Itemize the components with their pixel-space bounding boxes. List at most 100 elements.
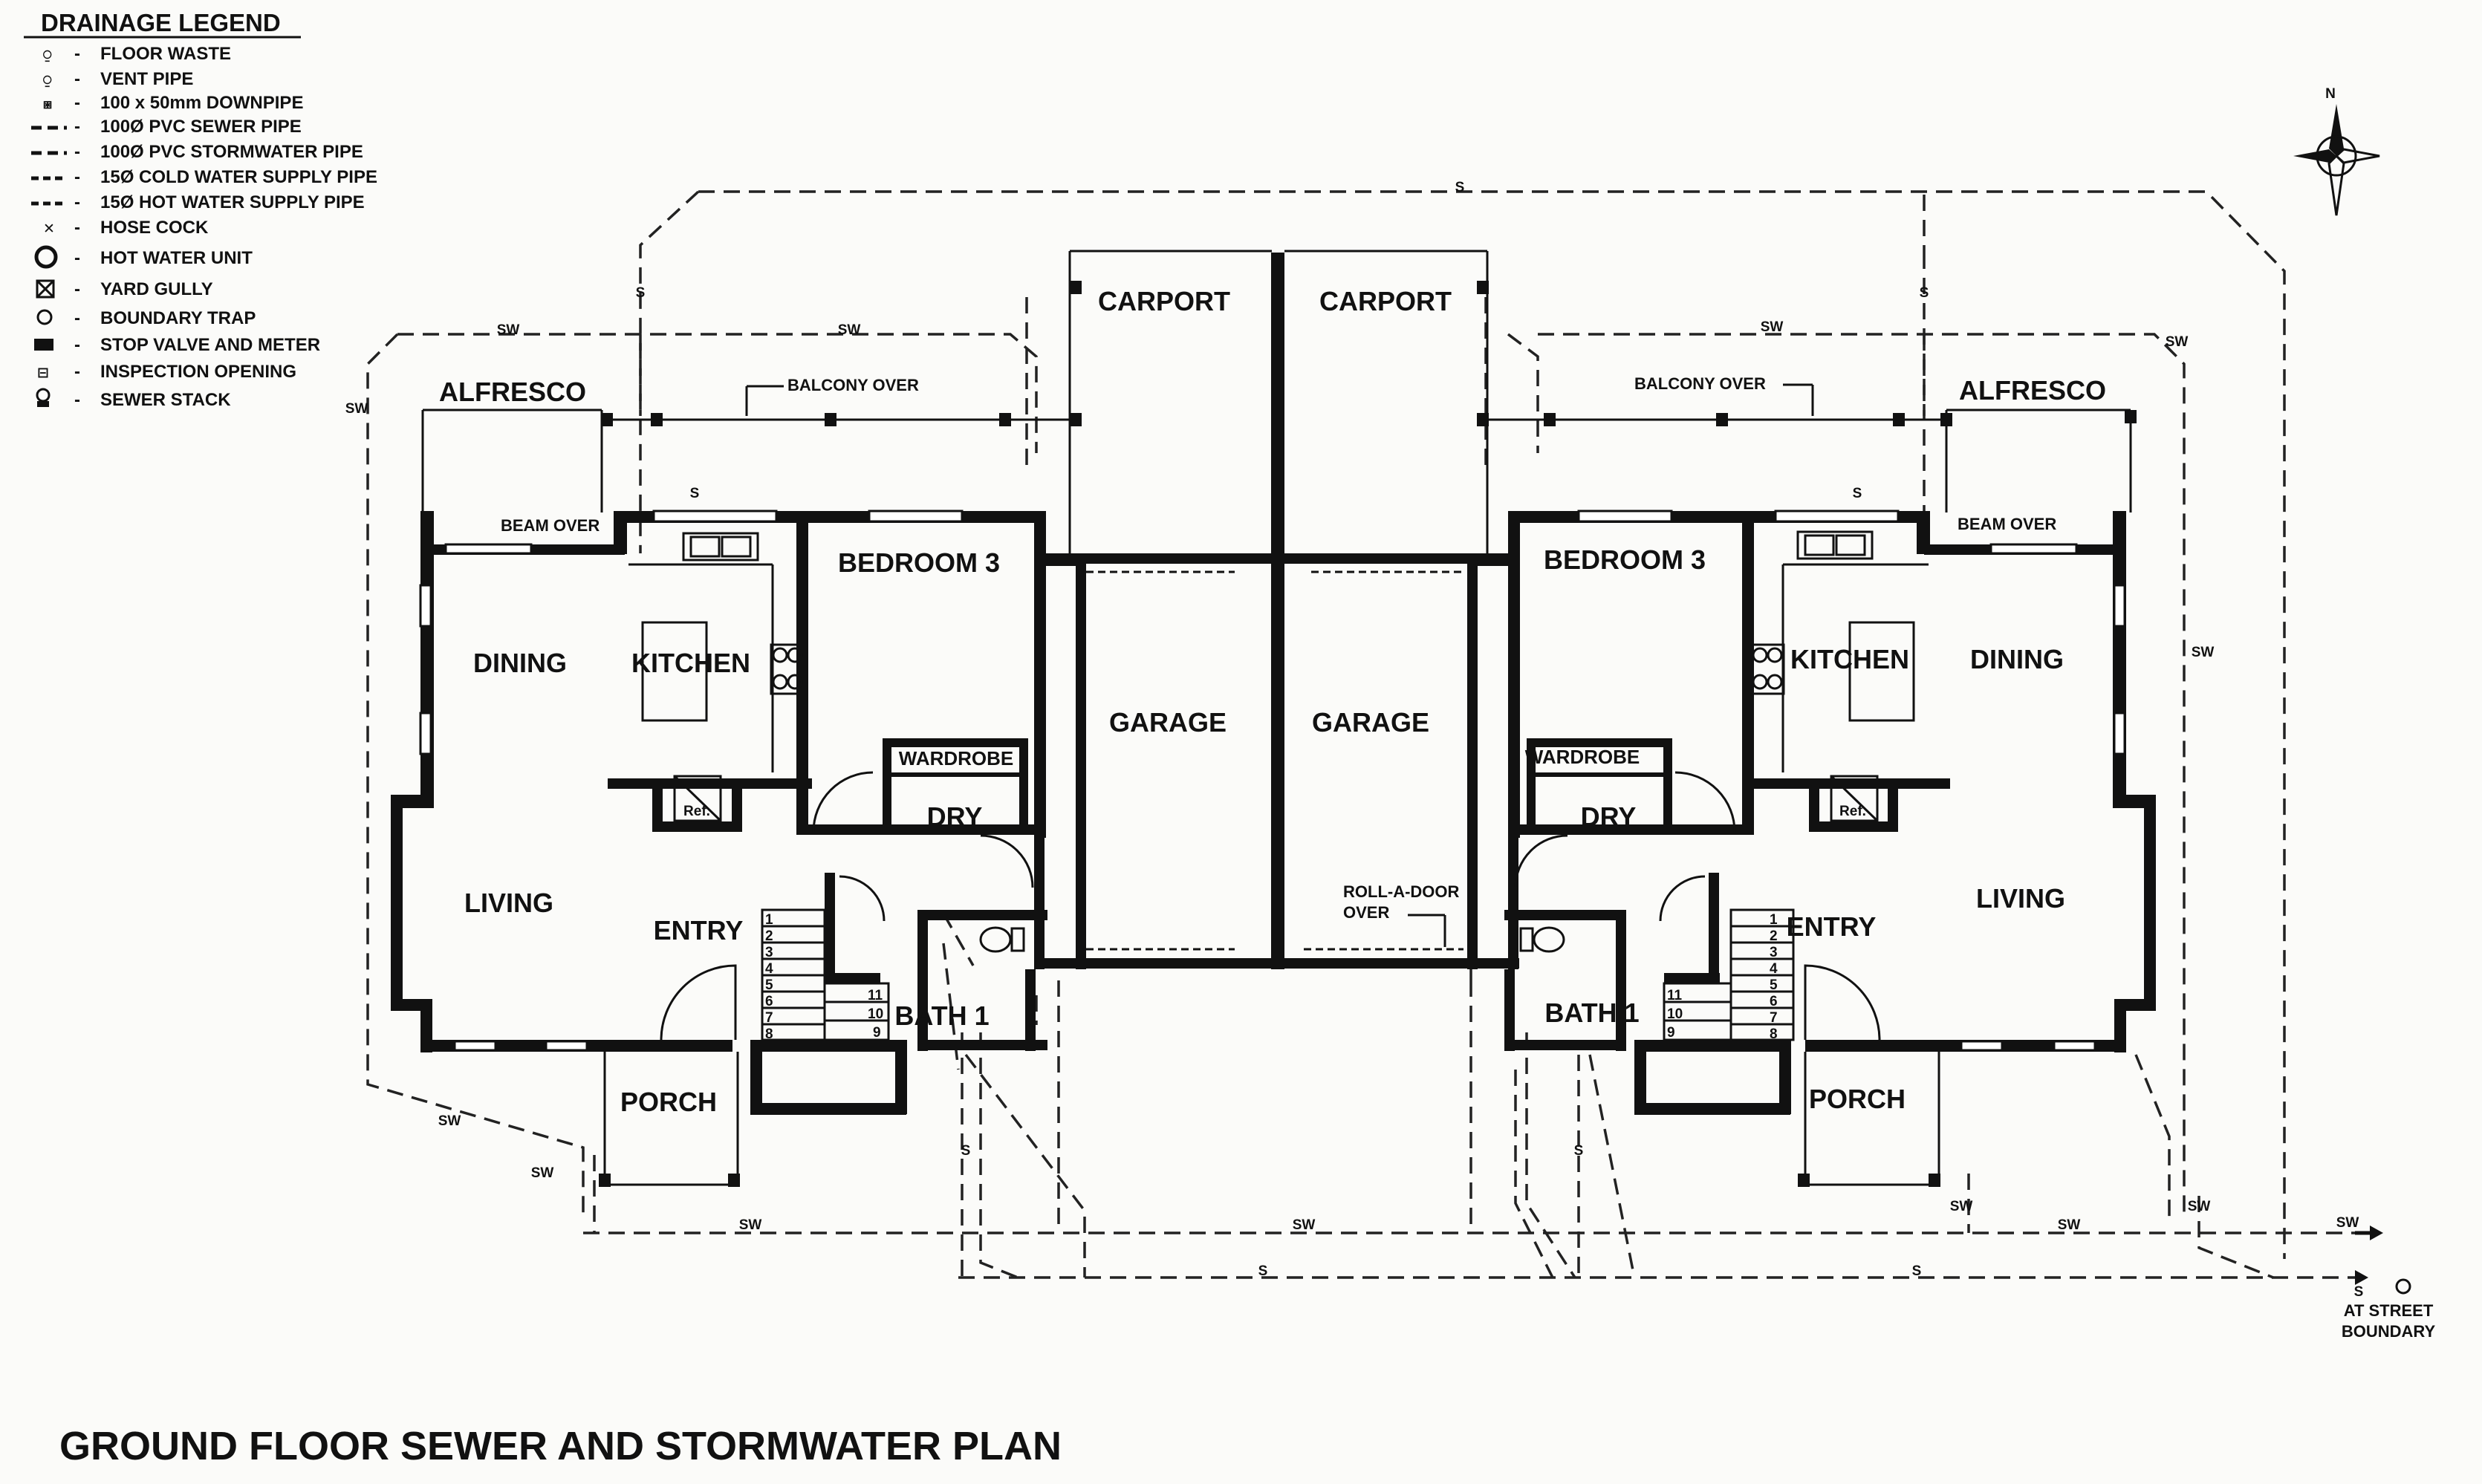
roll-a-door-note: ROLL-A-DOOR (1343, 882, 1460, 901)
legend-row-downpipe: ⧆ - 100 x 50mm DOWNPIPE (43, 93, 303, 113)
sewer-label: S (1258, 1263, 1268, 1279)
svg-text:11: 11 (1667, 988, 1683, 1003)
legend-label: HOT WATER UNIT (100, 248, 253, 268)
svg-text:-: - (74, 117, 80, 137)
stormwater-label: SW (739, 1217, 762, 1233)
svg-text:N: N (2325, 86, 2336, 102)
entry-label: ENTRY (1787, 911, 1877, 942)
wardrobe-label: WARDROBE (899, 747, 1014, 769)
posts (599, 281, 2137, 1187)
sewer-label: S (1853, 486, 1862, 501)
svg-text:-: - (74, 192, 80, 212)
svg-text:-: - (74, 218, 80, 238)
stormwater-label: SW (531, 1165, 554, 1181)
plan-notes: BALCONY OVER BALCONY OVER BEAM OVER BEAM… (501, 374, 2435, 1341)
svg-text:2: 2 (1770, 928, 1778, 944)
vent-pipe-icon: ⍜ (43, 72, 52, 88)
svg-text:6: 6 (765, 994, 773, 1009)
stormwater-label: SW (2166, 334, 2189, 350)
svg-text:1: 1 (1770, 912, 1778, 928)
dining-label: DINING (473, 648, 567, 678)
sewer-label: S (1920, 285, 1929, 301)
legend-row-sewer-pipe: - 100Ø PVC SEWER PIPE (31, 117, 302, 137)
yard-gully-icon (36, 279, 55, 299)
windows (419, 510, 2126, 1052)
balcony-over-note: BALCONY OVER (1634, 374, 1766, 393)
street-boundary-note: BOUNDARY (2342, 1322, 2436, 1341)
room-labels-right: ALFRESCO CARPORT BEDROOM 3 DINING KITCHE… (1312, 286, 2106, 1114)
stormwater-label: SW (2192, 645, 2215, 660)
drawing-title: GROUND FLOOR SEWER AND STORMWATER PLAN (59, 1424, 1062, 1468)
bedroom-label: BEDROOM 3 (838, 547, 1000, 578)
living-label: LIVING (1976, 883, 2065, 914)
svg-text:3: 3 (765, 945, 773, 960)
legend-row-inspection-opening: ⊟ - INSPECTION OPENING (37, 362, 296, 382)
legend-label: YARD GULLY (100, 279, 213, 299)
stormwater-label: SW (838, 322, 861, 338)
legend-label: BOUNDARY TRAP (100, 308, 256, 328)
legend-label: INSPECTION OPENING (100, 362, 296, 382)
svg-text:-: - (74, 93, 80, 113)
bath-label: BATH 1 (894, 1000, 989, 1031)
legend-row-sewer-stack: - SEWER STACK (36, 388, 231, 410)
svg-text:1: 1 (765, 912, 773, 928)
carport-label: CARPORT (1319, 286, 1452, 316)
dining-label: DINING (1970, 644, 2064, 674)
sewer-label: S (961, 1143, 971, 1159)
wardrobe-label: WARDROBE (1525, 746, 1640, 768)
drainage-legend: DRAINAGE LEGEND ⍜ - FLOOR WASTE ⍜ - VENT… (24, 9, 377, 410)
svg-text:5: 5 (1770, 977, 1778, 993)
drainage-lines (366, 190, 2362, 1279)
boundary-trap-icon (2395, 1278, 2411, 1295)
kitchen-label: KITCHEN (1790, 644, 1909, 674)
svg-text:7: 7 (1770, 1010, 1778, 1026)
beam-over-note: BEAM OVER (1958, 515, 2056, 533)
stormwater-label: SW (1950, 1199, 1973, 1214)
legend-label: 100 x 50mm DOWNPIPE (100, 93, 303, 113)
svg-text:4: 4 (765, 961, 773, 977)
dry-label: DRY (927, 801, 983, 832)
svg-text:10: 10 (1667, 1006, 1683, 1022)
sewer-label: S (636, 285, 646, 301)
legend-label: 15Ø HOT WATER SUPPLY PIPE (100, 192, 365, 212)
downpipe-icon: ⧆ (43, 96, 52, 112)
alfresco-label: ALFRESCO (1959, 375, 2106, 406)
stormwater-label: SW (438, 1113, 461, 1129)
svg-text:-: - (74, 142, 80, 162)
stormwater-label: SW (1293, 1217, 1316, 1233)
alfresco-label: ALFRESCO (439, 377, 586, 407)
svg-text:9: 9 (873, 1025, 881, 1041)
svg-text:-: - (74, 167, 80, 187)
garage-label: GARAGE (1109, 707, 1227, 738)
svg-text:-: - (74, 248, 80, 268)
svg-text:-: - (74, 69, 80, 89)
legend-title: DRAINAGE LEGEND (41, 9, 281, 36)
svg-text:5: 5 (765, 977, 773, 993)
legend-label: SEWER STACK (100, 390, 231, 410)
beam-over-note: BEAM OVER (501, 516, 600, 535)
legend-label: VENT PIPE (100, 69, 193, 89)
sewer-label: S (690, 486, 700, 501)
building-walls (391, 250, 2156, 1186)
stormwater-label: SW (497, 322, 520, 338)
svg-text:3: 3 (1770, 945, 1778, 960)
svg-text:11: 11 (868, 988, 883, 1003)
hot-water-unit-icon (34, 245, 58, 269)
legend-label: STOP VALVE AND METER (100, 335, 320, 355)
svg-text:2: 2 (765, 928, 773, 944)
legend-row-yard-gully: - YARD GULLY (36, 279, 213, 299)
bath-label: BATH 1 (1544, 998, 1639, 1028)
stormwater-label: SW (345, 401, 368, 417)
room-labels-left: ALFRESCO CARPORT BEDROOM 3 DINING KITCHE… (439, 286, 1230, 1117)
stair-numbers-left: 1 2 3 4 5 6 7 8 11 10 9 (765, 912, 883, 1042)
legend-row-hose-cock: ✕ - HOSE COCK (43, 218, 209, 238)
svg-text:-: - (74, 279, 80, 299)
stop-valve-icon (34, 339, 53, 351)
svg-text:6: 6 (1770, 994, 1778, 1009)
sewer-label: S (2354, 1284, 2364, 1300)
stormwater-label: SW (2336, 1215, 2359, 1231)
legend-label: HOSE COCK (100, 218, 209, 238)
roll-a-door-note: OVER (1343, 903, 1389, 922)
svg-text:8: 8 (1770, 1026, 1778, 1042)
ref-label: Ref. (1839, 804, 1866, 819)
